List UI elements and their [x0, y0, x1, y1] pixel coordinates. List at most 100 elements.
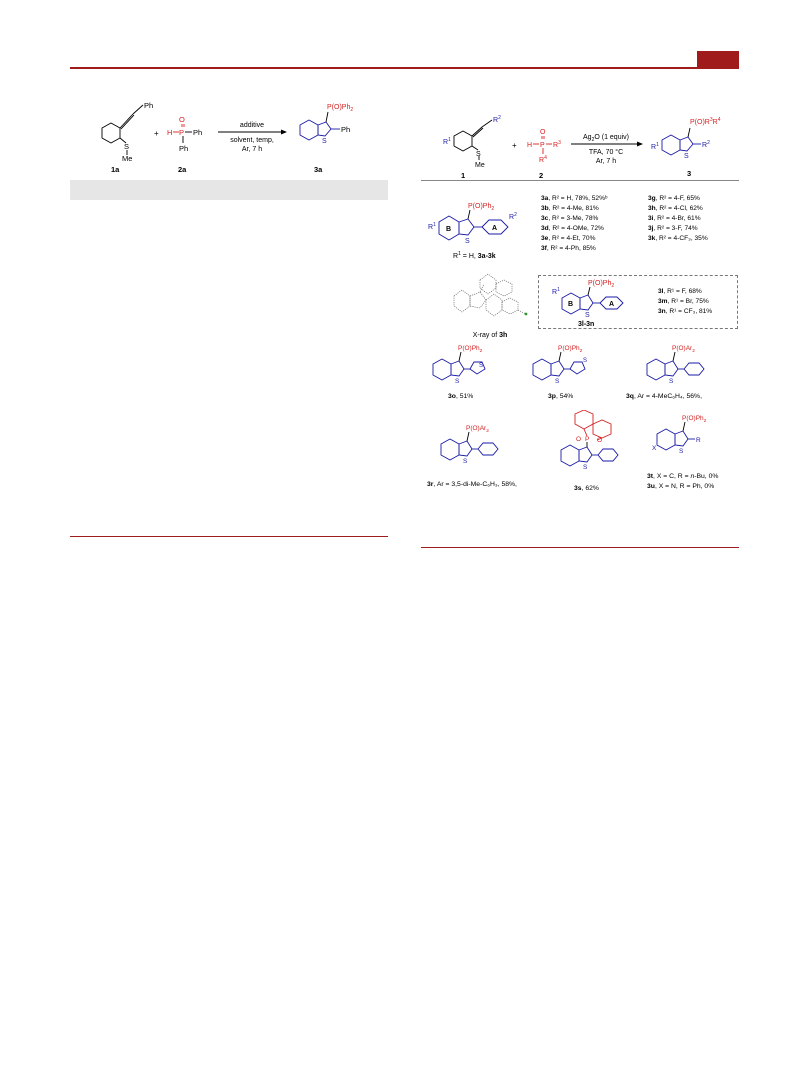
svg-text:R4: R4 [539, 155, 547, 164]
svg-text:Ph: Ph [179, 144, 188, 153]
entry-3k: 3k, R² = 4-CF₃, 35% [648, 235, 708, 242]
entry-3n: 3n, R¹ = CF₃, 81% [658, 308, 713, 315]
arrow-conditions-right-2: Ar, 7 h [596, 158, 616, 165]
arrow-conditions-2: Ar, 7 h [242, 146, 262, 153]
label-1a: 1a [111, 165, 120, 174]
product-3-s: S [684, 153, 689, 160]
svg-text:O: O [540, 129, 546, 136]
product-3a-ph: Ph [341, 125, 350, 134]
svg-text:P: P [585, 436, 589, 443]
series-l-ring-a: A [609, 301, 614, 308]
svg-text:R: R [696, 437, 701, 444]
compound-3r [440, 431, 499, 461]
svg-text:S: S [479, 363, 483, 369]
series-a-group: P(O)Ph2 [468, 203, 494, 212]
label-2a: 2a [178, 165, 187, 174]
arrow-additive: additive [240, 122, 264, 129]
xray-caption: X-ray of 3h [473, 332, 508, 339]
reagent-1a [101, 104, 144, 155]
label-3: 3 [687, 169, 691, 178]
svg-text:P(O)Ar2: P(O)Ar2 [466, 425, 489, 434]
entry-3j: 3j, R² = 3-F, 74% [648, 225, 698, 232]
reagent-1-r2: R2 [493, 115, 501, 124]
label-3q: 3q, Ar = 4-MeC₆H₄, 56%, [626, 393, 702, 400]
label-3t: 3t, X = C, R = n-Bu, 0% [647, 473, 718, 480]
series-a-col1: 3a, R² = H, 78%, 52%ᵇ 3b, R² = 4-Me, 81%… [541, 194, 607, 254]
svg-text:R3: R3 [553, 140, 561, 149]
reagent-1-s: S [476, 151, 481, 158]
reagent-1 [453, 119, 493, 160]
product-3-r1: R1 [651, 142, 659, 151]
svg-text:S: S [583, 464, 588, 471]
series-a-r2: R2 [509, 212, 517, 221]
row4-structures: P(O)Ar2 S 3r, Ar = 3,5-di-Me-C₆H₃, 58%, … [427, 410, 718, 492]
entry-3m: 3m, R¹ = Br, 75% [658, 298, 709, 305]
right-bottom-rule [421, 547, 739, 548]
arrow-conditions-1: solvent, temp, [230, 137, 274, 144]
chlorine-atom [524, 312, 528, 316]
entry-3i: 3i, R² = 4-Br, 61% [648, 215, 701, 222]
reagent-1a-s: S [124, 142, 129, 151]
svg-text:O: O [179, 115, 185, 124]
product-3-r2: R2 [702, 140, 710, 149]
left-scheme: Ph S Me + O H P Ph Ph additive solvent, … [101, 101, 353, 174]
svg-text:P: P [540, 142, 545, 149]
label-2: 2 [539, 171, 543, 180]
product-3a-group: P(O)Ph2 [327, 104, 353, 113]
plus-sign-right: + [512, 141, 517, 150]
label-3s: 3s, 62% [574, 485, 599, 492]
xray-structure-image: X-ray of 3h [453, 273, 528, 339]
svg-text:S: S [583, 358, 587, 364]
arrow-conditions-right-1: TFA, 70 °C [589, 148, 623, 156]
table-header-band [70, 180, 388, 200]
series-l-r1: R1 [552, 287, 560, 296]
entry-3g: 3g, R² = 4-F, 65% [648, 195, 700, 202]
reagent-1a-me: Me [122, 154, 132, 163]
series-l-box [538, 275, 738, 329]
scheme-divider [421, 180, 739, 181]
reagent-1-r1: R1 [443, 137, 451, 146]
ring-b-label: B [446, 226, 451, 233]
series-l-group: P(O)Ph2 [588, 280, 614, 289]
svg-text:P(O)Ar2: P(O)Ar2 [672, 345, 695, 354]
series-l-list: 3l, R¹ = F, 68% 3m, R¹ = Br, 75% 3n, R¹ … [658, 287, 712, 317]
entry-3c: 3c, R² = 3-Me, 78% [541, 215, 599, 222]
series-a-col2: 3g, R² = 4-F, 65% 3h, R² = 4-Cl, 62% 3i,… [648, 194, 708, 244]
plus-sign: + [154, 129, 159, 138]
reagent-1-me: Me [475, 162, 485, 169]
series-l-s: S [585, 312, 590, 319]
svg-text:S: S [455, 378, 460, 385]
series-a-caption: R1 = H, 3a-3k [453, 251, 496, 260]
entry-3a: 3a, R² = H, 78%, 52%ᵇ [541, 195, 608, 202]
compound-3o [432, 351, 486, 381]
header-tab [697, 51, 739, 67]
ring-a-label: A [492, 225, 497, 232]
reaction-arrow-right [571, 141, 643, 147]
svg-text:P(O)Ph2: P(O)Ph2 [558, 345, 583, 354]
svg-text:P(O)Ph2: P(O)Ph2 [682, 415, 707, 424]
svg-text:O: O [576, 436, 581, 443]
svg-text:S: S [669, 378, 674, 385]
svg-text:P: P [179, 128, 184, 137]
header-rule [70, 67, 739, 69]
svg-text:O: O [597, 437, 602, 444]
svg-text:X: X [652, 445, 657, 452]
compound-3p [532, 351, 586, 381]
label-3p: 3p, 54% [548, 393, 573, 400]
row3-structures: P(O)Ph2 S S 3o, 51% P(O)Ph2 S S 3p, 54% … [432, 345, 705, 400]
left-bottom-rule [70, 536, 388, 537]
compound-3s-top [574, 410, 612, 441]
svg-text:Ph: Ph [193, 128, 202, 137]
series-a-structure: P(O)Ph2 B A R1 R2 S R1 = H, 3a-3k [428, 203, 517, 260]
entry-3e: 3e, R² = 4-Et, 70% [541, 235, 596, 242]
compound-3s-core [560, 442, 619, 467]
entry-3d: 3d, R² = 4-OMe, 72% [541, 225, 604, 232]
label-3r: 3r, Ar = 3,5-di-Me-C₆H₃, 58%, [427, 481, 517, 488]
product-3a-s: S [322, 138, 327, 145]
compound-3q [646, 351, 705, 381]
entry-3f: 3f, R² = 4-Ph, 85% [541, 245, 596, 252]
label-1: 1 [461, 171, 465, 180]
product-3a [299, 111, 340, 141]
entry-3b: 3b, R² = 4-Me, 81% [541, 205, 599, 212]
series-a-r1: R1 [428, 222, 436, 231]
